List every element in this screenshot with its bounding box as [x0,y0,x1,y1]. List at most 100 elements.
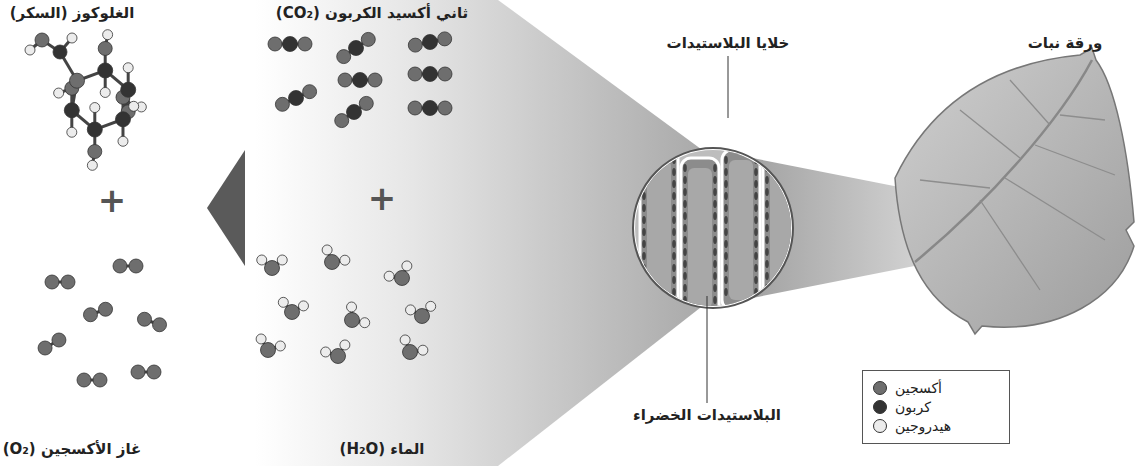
plus-sign: + [98,180,127,221]
atom [321,347,331,357]
chloroplast [672,240,676,248]
atom [337,50,351,64]
cell-interior [688,168,712,308]
plant-cell [722,150,760,310]
chloroplast [765,224,769,232]
atom [331,349,346,364]
chloroplast [765,212,769,220]
chloroplast-magnifier [630,145,801,318]
atom [408,38,422,52]
chloroplast [713,284,717,292]
atom [340,255,350,265]
chloroplast [642,228,646,236]
chloroplast [795,188,799,196]
chloroplast [765,272,769,280]
chloroplast [642,168,646,176]
chloroplast [713,176,717,184]
atom [415,309,430,324]
atom [87,160,97,170]
atom [423,35,438,50]
chloroplast [754,168,758,176]
chloroplast [672,288,676,296]
atom [303,85,317,99]
atom [261,343,276,358]
chloroplast [795,200,799,208]
part-label: الغلوكوز (السكر) [10,4,135,22]
chloroplast [683,272,687,280]
chloroplast [672,180,676,188]
chloroplast [724,180,728,188]
chloroplast [672,264,676,272]
leader-line [707,296,708,403]
atom [98,63,113,78]
chloroplast [765,260,769,268]
atom [347,302,357,312]
atom [347,105,362,120]
chloroplast [754,228,758,236]
chloroplast [754,216,758,224]
chloroplast [642,156,646,164]
atom [285,305,300,320]
part-label: الماء (H₂O) [340,440,425,458]
atom [90,103,100,113]
atom [88,145,102,159]
chloroplast [713,188,717,196]
atom [35,33,49,47]
chloroplast [754,264,758,272]
plant-cell [681,158,719,318]
chloroplast [795,236,799,244]
atom [54,88,64,98]
chloroplast [672,228,676,236]
chloroplast [672,168,676,176]
atom [77,373,91,387]
atom [275,341,285,351]
chloroplast [724,264,728,272]
chloroplast [754,252,758,260]
chloroplast [683,176,687,184]
atom [325,255,340,270]
plant-cell [763,158,801,318]
chloroplast [795,164,799,172]
atom [322,245,332,255]
chloroplast [754,276,758,284]
atom [395,271,410,286]
plant-leaf [895,48,1134,334]
legend-row: هيدروجين [873,418,999,434]
chloroplast [642,204,646,212]
chloroplast [765,296,769,304]
atom [438,32,452,46]
atom [361,32,375,46]
plant-cell [640,150,678,310]
cell-interior [647,160,671,300]
legend-text: كربون [895,399,931,415]
chloroplast [713,200,717,208]
chloroplast [724,204,728,212]
atom [64,103,79,118]
atom [278,297,288,307]
chloroplast [642,192,646,200]
atom [153,318,167,332]
chloroplast [642,288,646,296]
plus-sign: + [368,178,397,219]
atom [438,101,452,115]
chloroplast [795,272,799,280]
chloroplast [683,164,687,172]
chloroplast [683,260,687,268]
part-label: ورقة نبات [1028,34,1103,52]
atom [275,97,289,111]
atom [257,255,267,265]
chloroplast [724,168,728,176]
atom [402,261,412,271]
atom [147,365,161,379]
atom [359,96,373,110]
chloroplast [754,192,758,200]
legend-row: كربون [873,399,999,415]
atom [283,37,298,52]
legend-swatch [873,381,887,395]
chloroplast [683,200,687,208]
atom [289,91,304,106]
atom [268,37,282,51]
chloroplast [713,236,717,244]
cell-interior [770,168,794,308]
atom [137,312,151,326]
